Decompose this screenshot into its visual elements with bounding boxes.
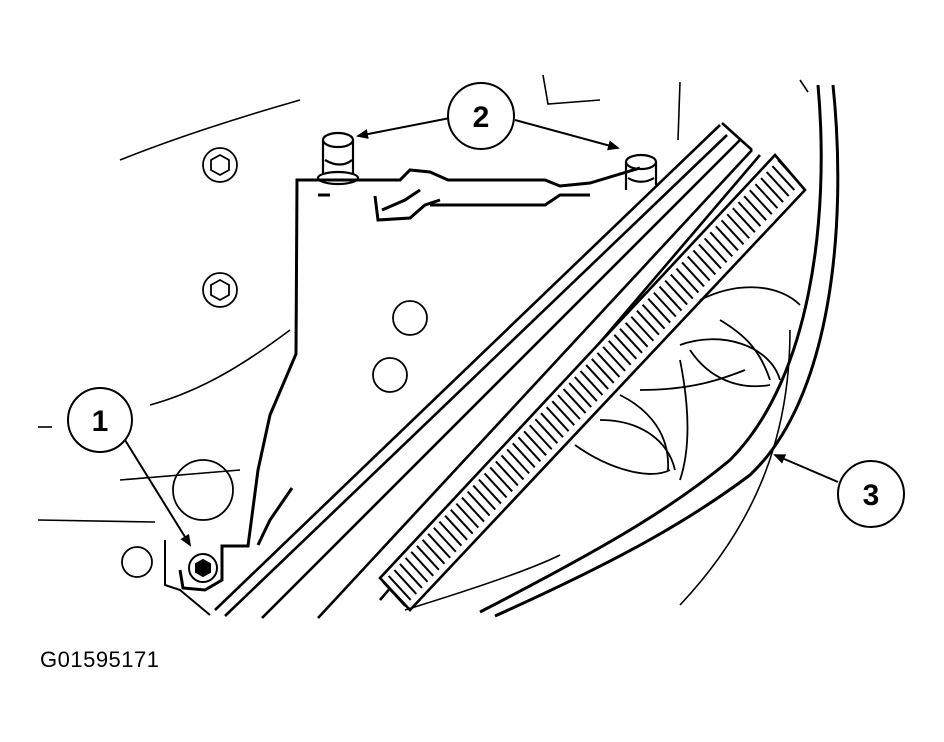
radiator-fin (647, 297, 671, 324)
radiator-fin (658, 285, 683, 312)
radiator-fin (675, 267, 700, 294)
radiator-fin (636, 310, 660, 336)
radiator-fin (686, 255, 711, 282)
radiator-fin (382, 581, 406, 607)
callout-3: 3 (837, 460, 905, 528)
fan-assembly (574, 286, 801, 481)
radiator-fin (427, 533, 451, 559)
fan-shroud (479, 84, 840, 618)
radiator-fin (472, 484, 497, 511)
radiator-fin (670, 273, 694, 300)
radiator-fin (619, 328, 643, 354)
figure-id: G01595171 (40, 647, 160, 672)
radiator-fins (378, 153, 807, 612)
radiator-fin (641, 304, 666, 330)
radiator-fin (720, 219, 745, 245)
radiator-fin (681, 261, 705, 288)
radiator-fin (765, 171, 790, 197)
radiator-fin (551, 400, 576, 426)
radiator-fin (692, 249, 717, 276)
mounting-stud-right (624, 153, 658, 190)
radiator-fin (489, 466, 513, 493)
radiator-fin (607, 340, 632, 366)
hex-bolt-middle-icon (202, 272, 238, 308)
radiator-fin (732, 207, 756, 233)
housing-outline (37, 74, 809, 523)
radiator-fin (771, 165, 796, 191)
radiator-fin (517, 436, 542, 462)
radiator-fin (438, 521, 463, 547)
radiator-fin (743, 195, 767, 221)
radiator-fin (433, 527, 457, 553)
radiator-fin (557, 394, 581, 420)
radiator-fin (444, 515, 468, 541)
radiator-fin (596, 352, 621, 378)
radiator-fin (495, 460, 519, 487)
radiator-fin (653, 291, 677, 318)
housing-holes (121, 300, 428, 578)
mounting-stud-left (316, 131, 360, 186)
radiator-fin (749, 189, 773, 215)
callout-1: 1 (67, 387, 133, 453)
radiator-fin (512, 442, 536, 469)
radiator-fin (760, 177, 784, 203)
radiator-fin (466, 490, 491, 517)
shroud-inner-curve (404, 329, 791, 611)
callout-2-label: 2 (473, 101, 490, 134)
radiator-fin (579, 370, 604, 396)
radiator-fin (523, 430, 547, 456)
radiator-fin (562, 388, 587, 414)
lower-bolt-icon (164, 540, 218, 616)
radiator-fin (399, 563, 423, 589)
radiator-fin (545, 406, 570, 432)
radiator-fin (534, 418, 559, 444)
radiator-fin (528, 424, 553, 450)
radiator-fin (630, 316, 655, 342)
radiator-fin (410, 551, 434, 577)
bracket-plate (178, 166, 641, 592)
radiator-fin (754, 183, 779, 209)
radiator-fin (737, 201, 762, 227)
radiator-fin (613, 334, 638, 360)
radiator-fin (777, 159, 801, 185)
radiator-fin (709, 231, 734, 258)
callout-3-label: 3 (863, 479, 880, 512)
hex-bolt-upper-icon (202, 147, 238, 183)
radiator-fin (624, 322, 649, 348)
radiator-fin (568, 382, 592, 408)
radiator-fin (574, 376, 598, 402)
radiator-fin (715, 225, 739, 251)
radiator-fin (387, 575, 412, 601)
radiator-fin (726, 213, 750, 239)
radiator-fin (483, 472, 508, 499)
callout-2: 2 (447, 82, 515, 150)
radiator-fin (421, 539, 446, 565)
radiator-fin (698, 243, 722, 270)
radiator-fin (602, 346, 626, 372)
radiator-fin (664, 279, 688, 306)
radiator-fin (449, 508, 474, 535)
radiator-fin (455, 502, 480, 529)
radiator-fin (500, 454, 525, 481)
radiator-fin (478, 478, 502, 505)
radiator-fin (585, 364, 609, 390)
callout-arrows (124, 117, 839, 547)
radiator-fin (393, 569, 418, 595)
radiator-fin (703, 237, 728, 264)
radiator-fin (506, 448, 530, 475)
radiator-fin (591, 358, 615, 384)
radiator-fin (404, 557, 429, 583)
radiator-fin (540, 412, 564, 438)
radiator-fin (416, 545, 440, 571)
callout-1-label: 1 (92, 405, 109, 438)
radiator-fin (461, 496, 485, 523)
